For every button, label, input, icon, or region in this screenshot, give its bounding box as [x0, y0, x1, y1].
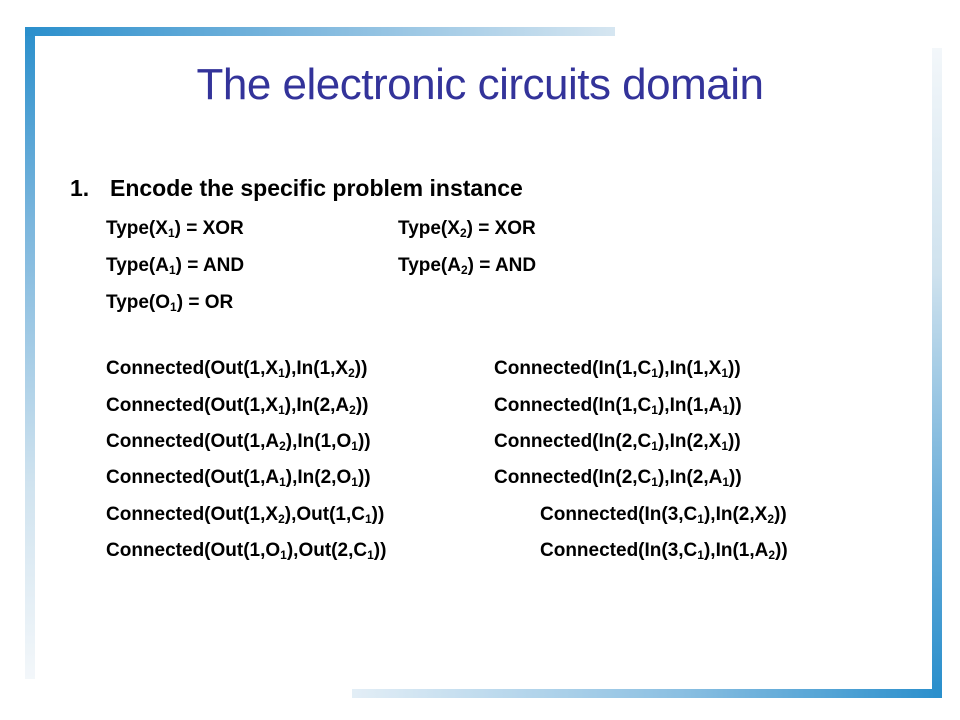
connection-right-4: Connected(In(2,C1),In(2,A1)) — [494, 467, 742, 489]
step-number: 1. — [70, 175, 90, 201]
slide-title: The electronic circuits domain — [196, 60, 764, 109]
decorative-bar-right — [932, 48, 942, 691]
connection-left-2: Connected(Out(1,X1),In(2,A2)) — [106, 395, 369, 417]
decorative-bar-top — [25, 27, 615, 36]
type-line-x2: Type(X2) = XOR — [398, 218, 536, 240]
connection-right-1: Connected(In(1,C1),In(1,X1)) — [494, 358, 741, 380]
step-heading: 1. Encode the specific problem instance — [70, 175, 523, 202]
connection-left-1: Connected(Out(1,X1),In(1,X2)) — [106, 358, 368, 380]
connection-left-3: Connected(Out(1,A2),In(1,O1)) — [106, 431, 371, 453]
connection-right-2: Connected(In(1,C1),In(1,A1)) — [494, 395, 742, 417]
decorative-bar-left — [25, 27, 35, 679]
connection-left-6: Connected(Out(1,O1),Out(2,C1)) — [106, 540, 387, 562]
connection-right-3: Connected(In(2,C1),In(2,X1)) — [494, 431, 741, 453]
type-line-x1: Type(X1) = XOR — [106, 218, 244, 240]
type-line-a1: Type(A1) = AND — [106, 255, 245, 277]
step-text: Encode the specific problem instance — [110, 175, 523, 201]
connection-left-5: Connected(Out(1,X2),Out(1,C1)) — [106, 504, 385, 526]
connection-right-6: Connected(In(3,C1),In(1,A2)) — [540, 540, 788, 562]
type-line-a2: Type(A2) = AND — [398, 255, 537, 277]
decorative-bar-bottom — [352, 689, 942, 698]
type-line-o1: Type(O1) = OR — [106, 292, 234, 314]
connection-right-5: Connected(In(3,C1),In(2,X2)) — [540, 504, 787, 526]
connection-left-4: Connected(Out(1,A1),In(2,O1)) — [106, 467, 371, 489]
